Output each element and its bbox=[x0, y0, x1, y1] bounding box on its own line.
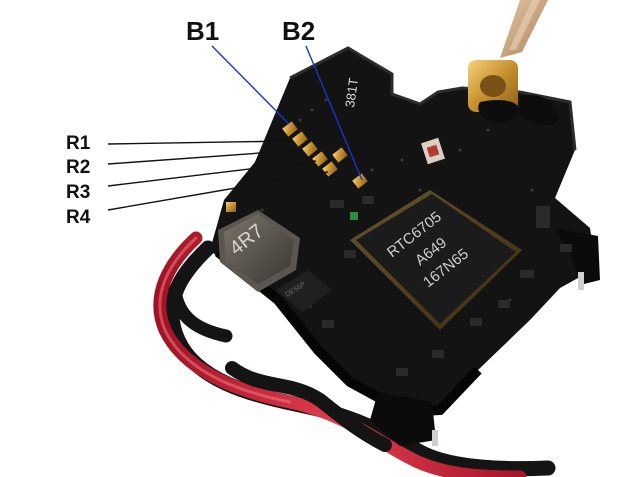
silkscreen-text: 381T bbox=[342, 77, 361, 108]
leader-line-icon bbox=[107, 160, 317, 187]
leader-line-icon bbox=[211, 45, 290, 125]
label-r4: R4 bbox=[66, 207, 91, 228]
label-r2: R2 bbox=[66, 157, 91, 178]
label-r3: R3 bbox=[66, 182, 91, 203]
small-ic: DE56P bbox=[276, 270, 332, 312]
inductor: 4R7 bbox=[218, 210, 300, 292]
leader-line-icon bbox=[107, 149, 303, 165]
label-b1: B1 bbox=[186, 16, 220, 46]
label-b2: B2 bbox=[282, 16, 316, 46]
antenna-coax bbox=[500, 0, 548, 58]
power-wires bbox=[153, 231, 556, 477]
pcb-board: 381T bbox=[210, 46, 600, 446]
leader-line-icon bbox=[107, 140, 293, 145]
leader-line-icon bbox=[305, 45, 363, 181]
solder-pads bbox=[226, 121, 368, 212]
leader-line-icon bbox=[107, 171, 329, 211]
leader-lines bbox=[107, 45, 363, 211]
rf-chip: RTC6705 A649 167N65 bbox=[350, 190, 522, 330]
label-r1: R1 bbox=[66, 133, 91, 154]
